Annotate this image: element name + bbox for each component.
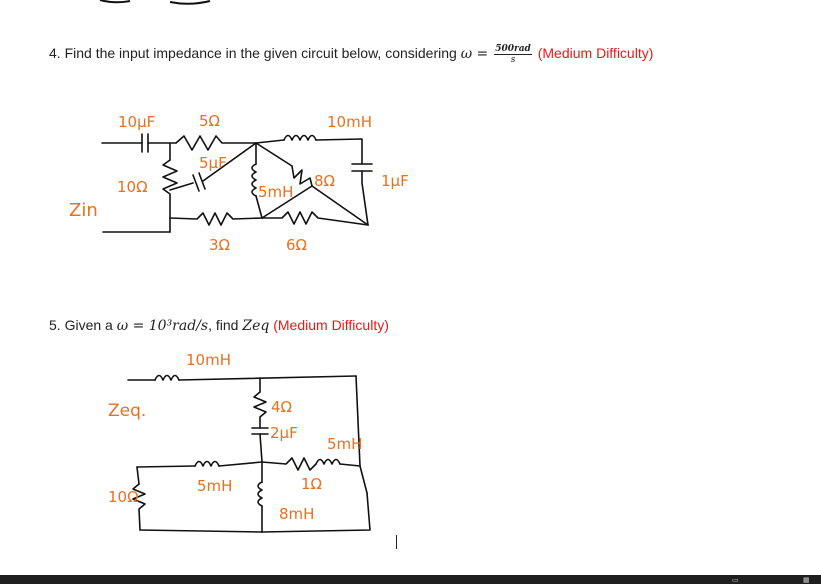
label-1uf: 1μF [381, 172, 409, 190]
q4-frac-den: s [510, 55, 516, 65]
label-1ohm: 1Ω [301, 475, 322, 493]
label-zeq: Zeq. [108, 401, 146, 421]
q4-omega-fraction: 500rad s [494, 44, 532, 65]
q5-zeq: Zeq [242, 318, 270, 334]
taskbar [0, 575, 821, 584]
q5-math: ω = 10³rad/s [116, 318, 209, 334]
q4-frac-num: 500rad [494, 44, 532, 55]
label-5uf: 5μF [199, 154, 227, 172]
circuit-5 [127, 374, 371, 533]
label-3ohm: 3Ω [209, 236, 230, 254]
text-cursor [396, 535, 397, 549]
label-8mh: 8mH [279, 505, 314, 523]
circuit-4-labels: 10μF 5Ω 10mH 5μF 10Ω 5mH 8Ω 1μF Zin 3Ω 6… [69, 112, 409, 254]
tray-icon[interactable]: ▭ [732, 576, 739, 584]
label-5ohm: 5Ω [199, 112, 220, 130]
label-q5-5mh-right: 5mH [327, 435, 362, 453]
label-10uf: 10μF [118, 113, 155, 131]
label-q5-10ohm: 10Ω [108, 488, 139, 506]
circuit-4 [101, 133, 373, 233]
q5-text-a: 5. Given a [49, 317, 117, 333]
question-4: 4. Find the input impedance in the given… [49, 44, 653, 65]
circuit-5-labels: 10mH Zeq. 4Ω 2μF 5mH 5mH 1Ω 10Ω 8mH [108, 351, 362, 523]
label-q5-10mh: 10mH [186, 351, 231, 369]
label-zin: Zin [69, 200, 98, 221]
q4-difficulty: (Medium Difficulty) [537, 45, 654, 62]
label-8ohm: 8Ω [314, 172, 335, 190]
q4-omega: ω = [460, 46, 489, 63]
label-q5-5mh-middle: 5mH [197, 477, 232, 495]
q5-difficulty: (Medium Difficulty) [273, 317, 389, 333]
label-10mh: 10mH [327, 113, 372, 131]
q5-text-b: , find [208, 317, 243, 333]
q4-text: 4. Find the input impedance in the given… [49, 45, 461, 62]
label-2uf: 2μF [270, 424, 298, 442]
grid-icon[interactable]: ▦ [803, 576, 810, 584]
label-6ohm: 6Ω [286, 236, 307, 254]
question-5: 5. Given a ω = 10³rad/s, find Zeq (Mediu… [49, 317, 389, 334]
label-4ohm: 4Ω [271, 398, 292, 416]
label-10ohm: 10Ω [117, 178, 148, 196]
label-5mh: 5mH [258, 183, 293, 201]
